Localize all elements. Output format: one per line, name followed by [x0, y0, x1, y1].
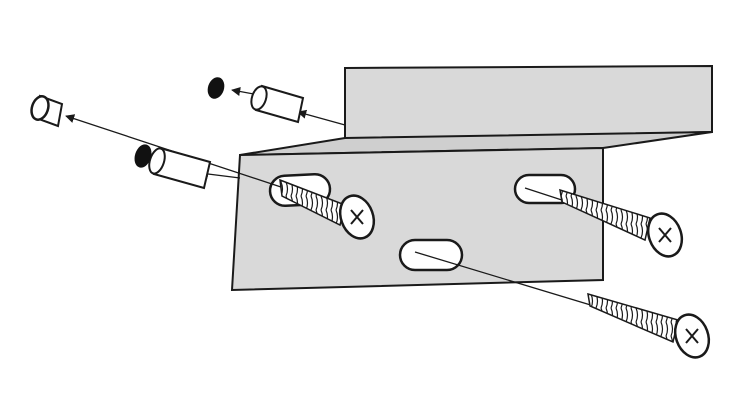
screw	[559, 188, 684, 258]
screw	[279, 178, 376, 240]
wall-anchor	[207, 77, 305, 124]
guide-line	[297, 109, 346, 126]
bracket-slot	[398, 238, 464, 272]
bracket-slot	[513, 173, 577, 205]
bracket-back-plate	[344, 64, 713, 142]
wall-anchor	[134, 144, 212, 190]
screw	[587, 292, 711, 359]
wall-anchor	[30, 94, 64, 128]
